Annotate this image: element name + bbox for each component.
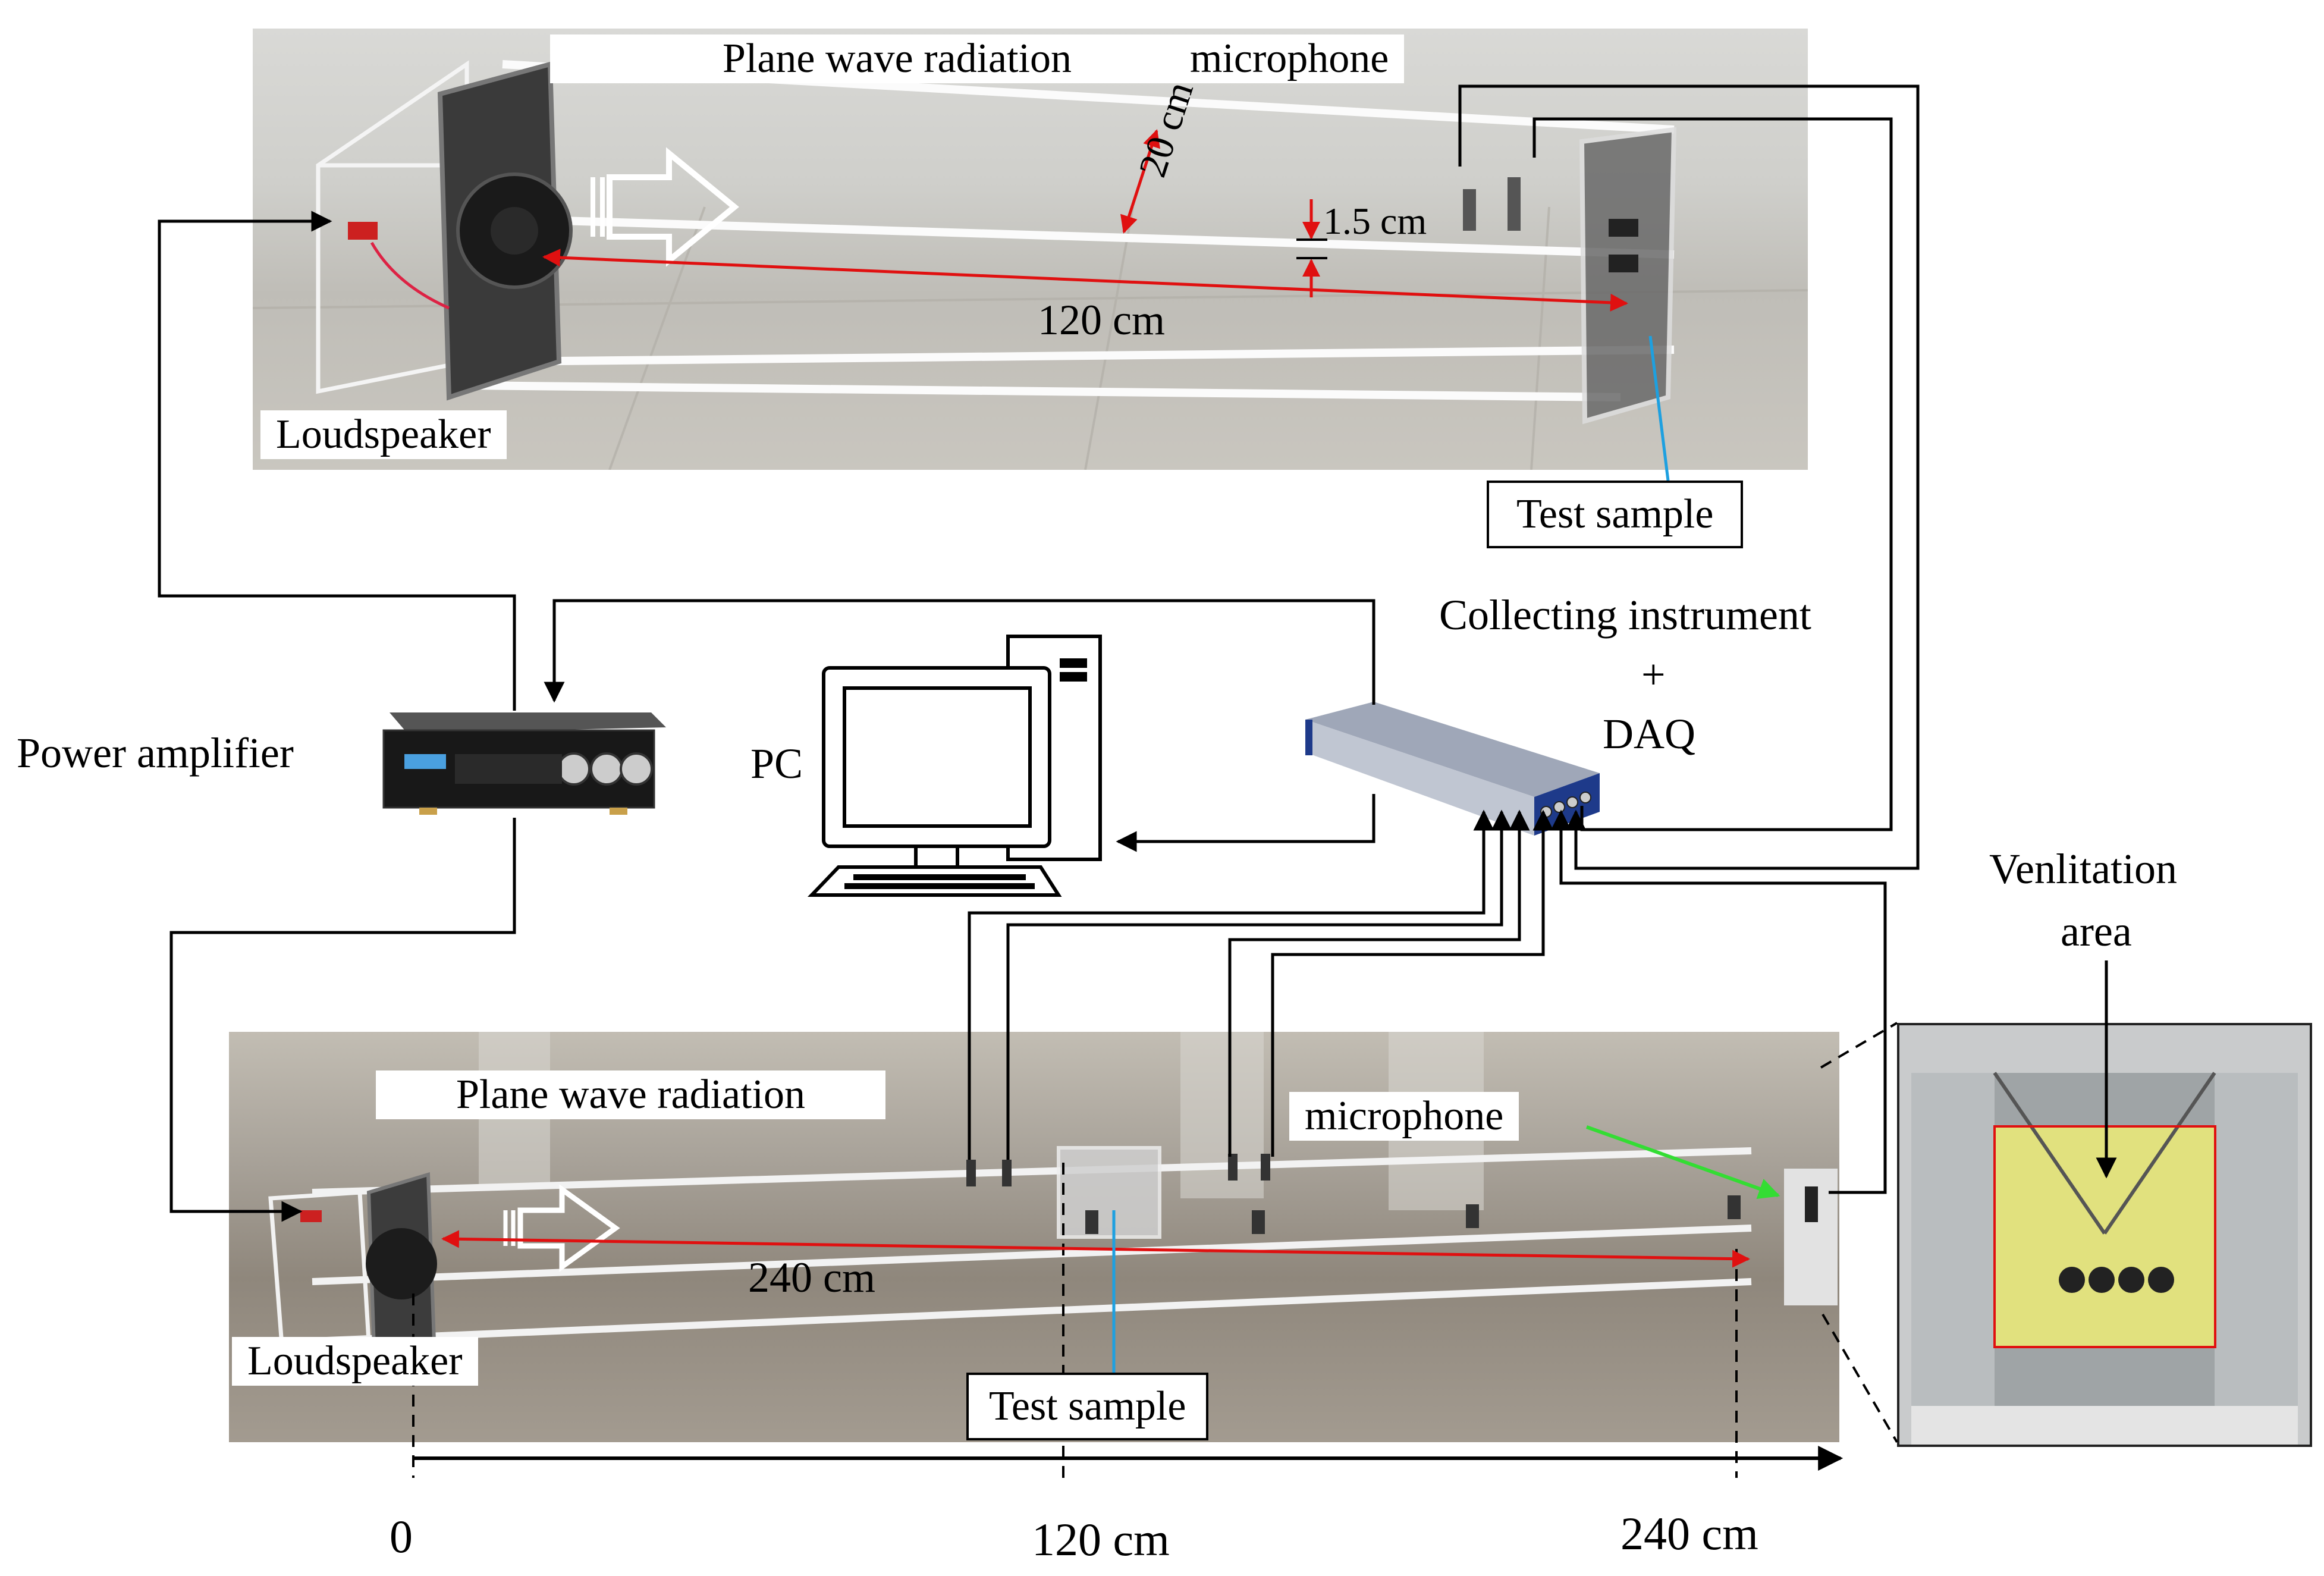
wire-bottom-mic-e [1550, 809, 1887, 1194]
wire-daq-to-pc [1116, 794, 1375, 852]
pc-label: PC [750, 740, 803, 787]
top-test-sample-label: Test sample [1487, 481, 1744, 548]
dim-240-arrow [441, 1230, 1750, 1268]
wire-daq-to-amp [544, 599, 1375, 705]
top-dim-length-label: 120 cm [1038, 296, 1165, 344]
bottom-microphone-label: microphone [1289, 1092, 1519, 1141]
axis-tick-0: 0 [390, 1511, 413, 1562]
bottom-loudspeaker-label: Loudspeaker [232, 1337, 478, 1386]
axis-tick-120: 120 cm [1032, 1514, 1170, 1565]
test-sample-pointer-top [1648, 335, 1670, 481]
zoom-line-bottom [1821, 1313, 1898, 1443]
wire-bottom-mic-a [968, 809, 1494, 1160]
wire-bottom-mic-d [1271, 809, 1554, 1157]
ventilation-drawing [1899, 1025, 2310, 1445]
daq-device [1302, 702, 1600, 836]
pc-icon [803, 633, 1112, 898]
daq-label: DAQ [1603, 710, 1695, 758]
top-plane-wave-label: Plane wave radiation [550, 34, 1244, 83]
ventilation-label-line1: Venlitation [1989, 845, 2177, 893]
bottom-dim-length-label: 240 cm [748, 1254, 875, 1301]
wire-bottom-mic-b [1006, 809, 1512, 1160]
power-amplifier-label: Power amplifier [17, 729, 294, 777]
wire-bottom-mic-c [1228, 809, 1530, 1157]
zoom-line-top [1820, 1022, 1898, 1069]
wire-amp-to-bottom-speaker [169, 818, 516, 1222]
dim-120-arrow [542, 249, 1628, 312]
wire-amp-to-top-speaker [158, 211, 516, 711]
bottom-test-sample-label: Test sample [966, 1373, 1209, 1440]
wire-top-mic-1 [1458, 84, 1920, 870]
collecting-plus-label: + [1641, 651, 1666, 698]
bottom-plane-wave-label: Plane wave radiation [376, 1070, 885, 1119]
wire-top-mic-2 [1532, 117, 1893, 831]
top-dim-gap-label: 1.5 cm [1323, 200, 1427, 242]
dim-20-arrow [1120, 129, 1160, 234]
top-loudspeaker-label: Loudspeaker [260, 410, 507, 459]
power-amplifier-device [372, 712, 666, 817]
collecting-instrument-label: Collecting instrument [1439, 591, 1811, 639]
axis-tick-240: 240 cm [1620, 1508, 1758, 1559]
ventilation-photo [1897, 1023, 2312, 1447]
top-microphone-label: microphone [1174, 34, 1405, 83]
ventilation-label-line2: area [2061, 908, 2132, 955]
microphone-pointer [1585, 1125, 1780, 1200]
